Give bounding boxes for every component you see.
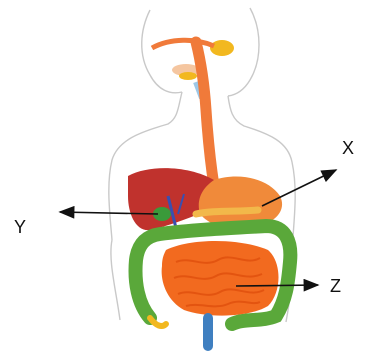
small-intestine [162, 241, 279, 316]
salivary-gland-lower [179, 72, 197, 80]
esophagus [196, 42, 214, 186]
palate [152, 40, 214, 48]
label-y: Y [14, 218, 26, 236]
label-z: Z [330, 277, 341, 295]
arrow-x [262, 170, 336, 206]
appendix [150, 318, 166, 326]
arrow-z [236, 285, 318, 286]
salivary-gland [210, 40, 234, 56]
pancreas [196, 210, 258, 214]
label-x: X [342, 139, 354, 157]
